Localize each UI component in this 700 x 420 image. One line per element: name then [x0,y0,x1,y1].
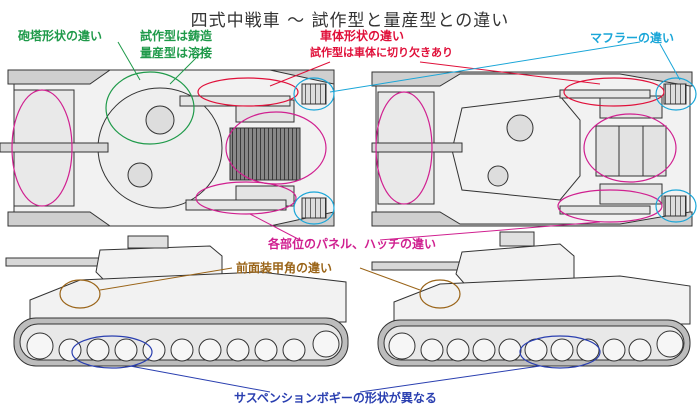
prototype-road-wheels [26,330,340,362]
label-front-armor: 前面装甲角の違い [236,261,333,275]
production-road-wheels [388,330,684,362]
prototype-top-view [0,69,335,227]
production-top-view [371,71,693,227]
diagram-title: 四式中戦車 ～ 試作型と量産型との違い [190,11,510,31]
highlight-ellipses [11,71,697,369]
label-production-welded: 量産型は溶接 [140,46,213,60]
label-prototype-cast: 試作型は鋳造 [140,29,213,43]
label-hull-cutout: 試作型は車体に切り欠きあり [310,46,453,59]
label-turret-shape: 砲塔形状の違い [18,29,103,43]
label-panels-hatches: 各部位のパネル、ハッチの違い [268,237,437,251]
callout-lines [99,41,681,393]
label-suspension: サスペンションボギーの形状が異なる [234,391,437,405]
label-hull-shape: 車体形状の違い [320,29,405,43]
label-muffler: マフラーの違い [590,31,675,45]
